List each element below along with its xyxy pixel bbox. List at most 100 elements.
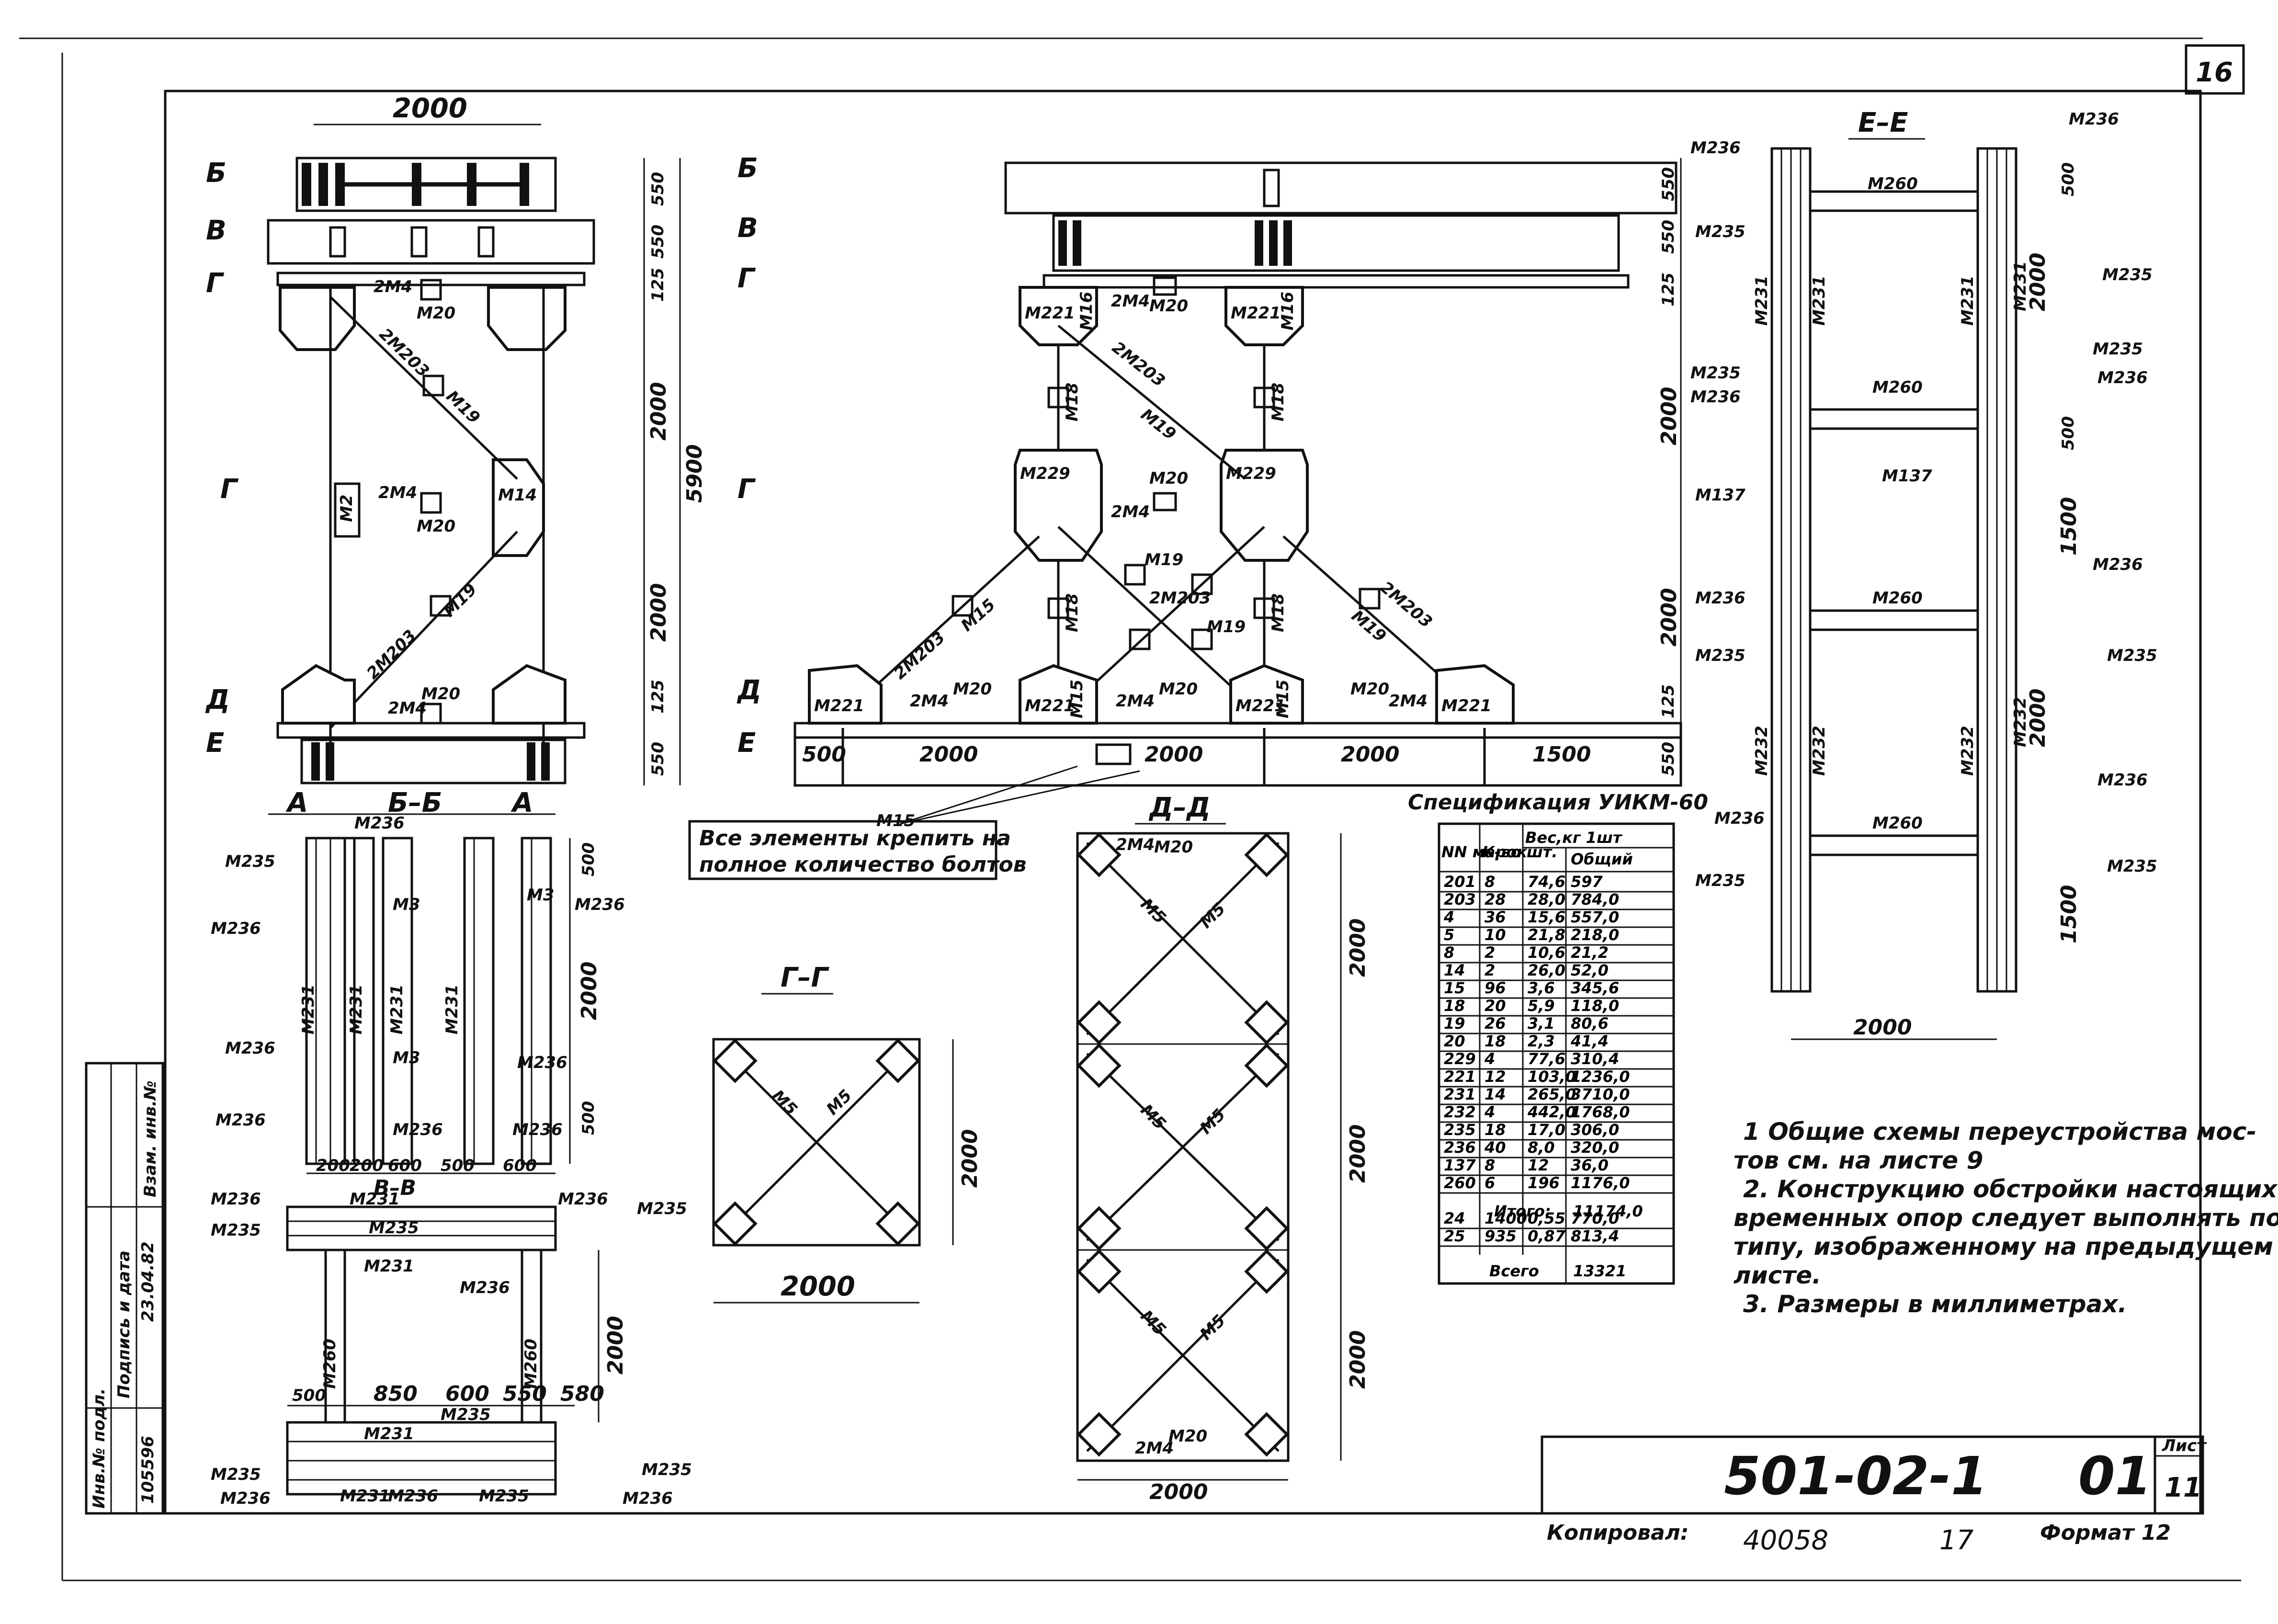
- mark-d-right: Д: [737, 675, 761, 706]
- spec-row-16-col-0: 137: [1444, 1156, 1476, 1174]
- ee-m231-r2: М231: [2011, 261, 2030, 311]
- bb-m235: М235: [225, 852, 275, 871]
- v1-m203-top: 2М203: [375, 325, 433, 381]
- ee-r-m236-1: М236: [2069, 110, 2119, 129]
- spec-row-14-col-0: 235: [1444, 1121, 1476, 1139]
- bb-dim-600b: 600: [503, 1156, 537, 1175]
- c-m4-b3: 2М4: [1389, 692, 1428, 711]
- bb-m231-2: М231: [347, 984, 366, 1034]
- note-2d: листе.: [1734, 1261, 1821, 1289]
- spec-row-17-col-2: 196: [1528, 1174, 1560, 1192]
- c-m16-b: М16: [1278, 292, 1297, 330]
- mark-g-left: Г: [206, 268, 225, 299]
- c-vdim-2000a: 2000: [1657, 387, 1681, 445]
- section-bb-title: Б–Б: [388, 787, 442, 818]
- spec-row-6-col-1: 96: [1485, 979, 1506, 997]
- c-m20-b2: М20: [1159, 680, 1198, 699]
- spec-row-8-col-2: 3,1: [1528, 1014, 1555, 1033]
- stamp-sign: Подпись и дата: [114, 1250, 134, 1398]
- mark-b-right: Б: [737, 153, 758, 184]
- c-m221-a: М221: [1025, 304, 1075, 323]
- spec-row-15-col-3: 320,0: [1571, 1138, 1619, 1157]
- vv-m235-br: М235: [642, 1460, 692, 1479]
- sheet-label: Лист: [2162, 1436, 2207, 1455]
- vv-dim-580: 580: [560, 1382, 604, 1406]
- spec-row-12-col-0: 231: [1444, 1085, 1476, 1103]
- bolting-callout: Все элементы крепить на полное количеств…: [688, 820, 1027, 880]
- vv-dim-500: 500: [292, 1386, 326, 1405]
- mark-e-left: Е: [206, 727, 224, 759]
- ee-l-m236-3: М236: [1695, 589, 1745, 608]
- section-vv: В–В М236 М231 М236 М235 М235 М235 М231 М…: [211, 1176, 692, 1508]
- spec-row-17-col-1: 6: [1485, 1174, 1495, 1192]
- spec-h-nn: NN марок: [1441, 843, 1528, 861]
- vv-m236-br: М236: [623, 1489, 673, 1508]
- ee-m232-r: М232: [1958, 726, 1977, 776]
- spec-row-10-col-2: 77,6: [1528, 1050, 1565, 1068]
- c-m20-top: М20: [1149, 296, 1188, 316]
- c-m221-b: М221: [1231, 304, 1281, 323]
- spec-row-7-col-2: 5,9: [1528, 997, 1555, 1015]
- vv-m231-bot: М231: [340, 1487, 390, 1506]
- dd-m5-5: М5: [1137, 1306, 1170, 1340]
- bb-m236-l: М236: [211, 919, 261, 938]
- ee-hdim: 2000: [1853, 1015, 1912, 1040]
- vv-m260-r: М260: [521, 1339, 541, 1389]
- spec-vsego-val: 13321: [1573, 1262, 1626, 1280]
- c-m18-d: М18: [1269, 593, 1288, 632]
- bb-m231-1: М231: [299, 984, 318, 1034]
- spec-extra-row-1-col-1: 935: [1485, 1227, 1517, 1245]
- mark-v-left: В: [206, 215, 227, 246]
- bb-dim-200a: 200: [316, 1156, 350, 1175]
- bb-dim-500: 500: [441, 1156, 475, 1175]
- c-m221-e: М221: [1235, 696, 1286, 715]
- vv-m235-bot: М235: [479, 1487, 529, 1506]
- section-gg: Г–Г М5 М5 2000 2000: [712, 962, 982, 1304]
- c-vdim-550b: 550: [1659, 220, 1678, 254]
- dd-vdim-1: 2000: [1346, 919, 1370, 977]
- c-m203-b: 2М203: [1149, 589, 1211, 608]
- section-ee: Е–Е М260 М260 М260 М260 М231 М231 М231 М…: [1690, 107, 2157, 1040]
- spec-row-9-col-2: 2,3: [1528, 1032, 1555, 1050]
- page-number-box: [2185, 44, 2245, 95]
- spec-extra-row-0-col-3: 770,0: [1571, 1209, 1619, 1227]
- spec-row-0-col-0: 201: [1444, 873, 1476, 891]
- v1-dim-550c: 550: [648, 742, 668, 776]
- vv-m236-l: М236: [211, 1190, 261, 1209]
- c-m229-a: М229: [1020, 464, 1070, 483]
- spec-extra-row-0-col-0: 24: [1444, 1209, 1465, 1227]
- spec-row-12-col-2: 265,0: [1528, 1085, 1576, 1103]
- ee-r-m235-2: М235: [2093, 340, 2143, 359]
- c-dim-2000a: 2000: [919, 742, 978, 767]
- ee-vdim-1500a: 1500: [2057, 497, 2081, 556]
- c-m19-a: М19: [1137, 405, 1179, 444]
- ee-r-m236-4: М236: [2097, 771, 2148, 790]
- title-block: 501-02-1 01 Лист 11 Копировал: 40058 17 …: [1541, 1435, 2207, 1556]
- ee-r-m235-1: М235: [2102, 265, 2153, 284]
- bb-m231-4: М231: [442, 984, 462, 1034]
- bb-m231-3: М231: [387, 984, 407, 1034]
- c-m229-b: М229: [1226, 464, 1276, 483]
- v1-dim-125b: 125: [648, 680, 668, 714]
- spec-row-15-col-2: 8,0: [1528, 1138, 1555, 1157]
- spec-row-15-col-1: 40: [1484, 1138, 1506, 1157]
- ee-m260-3: М260: [1872, 589, 1923, 608]
- ee-l-m236-1: М236: [1690, 138, 1741, 158]
- vv-m231-low: М231: [364, 1424, 414, 1443]
- dd-m20-top: М20: [1154, 838, 1193, 857]
- ee-l-m235-1: М235: [1695, 222, 1745, 241]
- mark-a-left: А: [285, 787, 308, 818]
- v1-m4-top: 2М4: [374, 277, 412, 296]
- spec-itogo: Итого:: [1494, 1202, 1551, 1220]
- stamp-date: 23.04.82: [138, 1241, 158, 1322]
- spec-row-10-col-0: 229: [1444, 1050, 1476, 1068]
- ee-r-m137: М137: [1882, 466, 1932, 486]
- c-m18-a: М18: [1063, 383, 1082, 421]
- ee-m232-l: М232: [1752, 726, 1771, 776]
- spec-row-4-col-0: 8: [1444, 943, 1454, 962]
- spec-row-3-col-1: 10: [1485, 926, 1506, 944]
- c-vdim-550a: 550: [1659, 167, 1678, 201]
- side-stamp: Инв.№ подл. Подпись и дата Взам. инв.№ 1…: [85, 1062, 164, 1515]
- bb-vert-500b: 500: [579, 1101, 598, 1135]
- v1-dim-550b: 550: [648, 225, 668, 259]
